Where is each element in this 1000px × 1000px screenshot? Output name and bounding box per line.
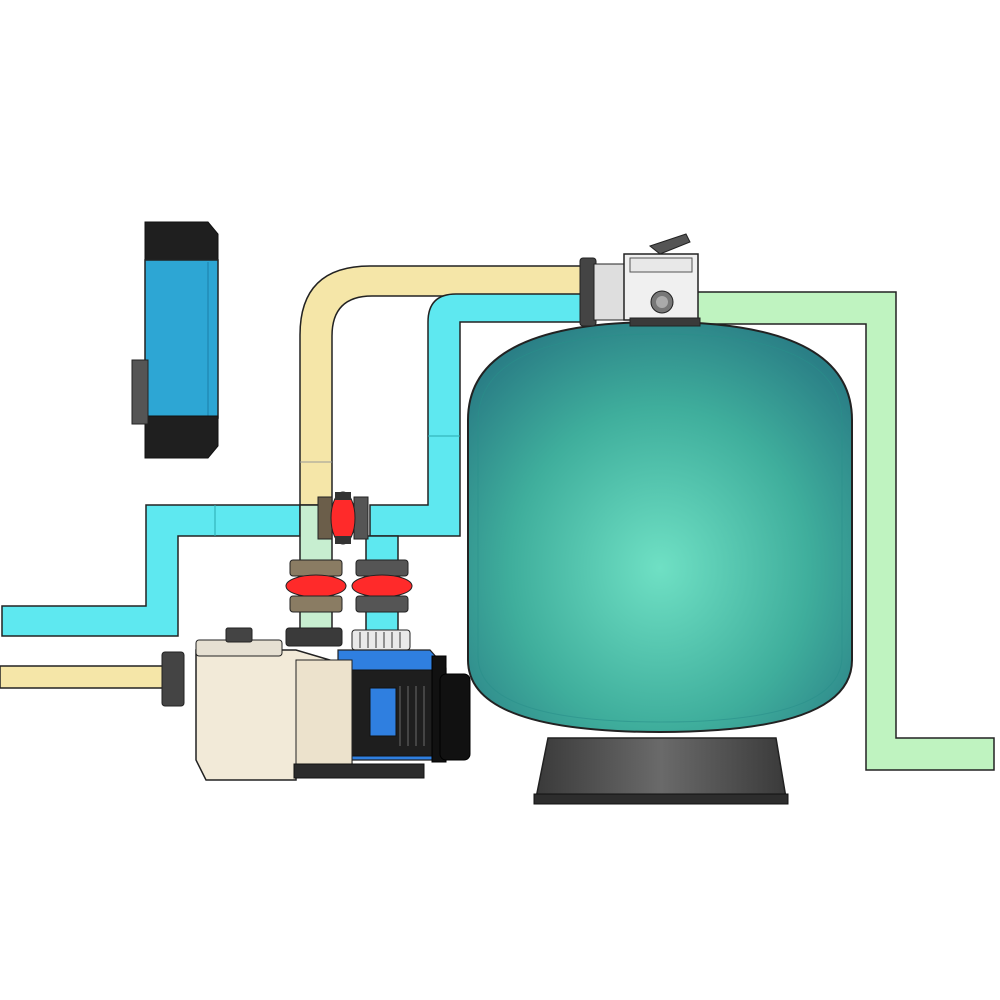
pool-pump bbox=[161, 627, 471, 781]
heat-pump-unit bbox=[131, 221, 219, 459]
ball-valve-right-vertical bbox=[351, 559, 413, 613]
ball-valve-horizontal bbox=[317, 491, 369, 545]
sand-filter-tank bbox=[467, 320, 853, 805]
multiport-valve bbox=[579, 233, 701, 327]
check-valve bbox=[351, 629, 411, 651]
suction-pipe bbox=[0, 265, 589, 689]
waste-pipe bbox=[689, 291, 995, 771]
ball-valve-left-vertical bbox=[285, 559, 347, 613]
